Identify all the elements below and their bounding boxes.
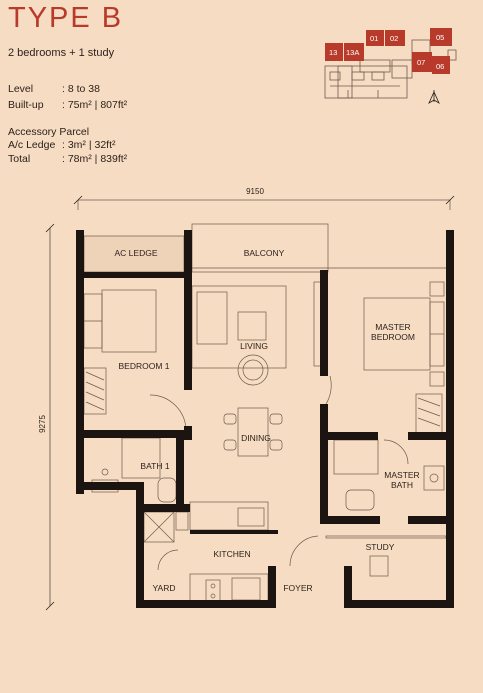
- spec-acledge-label: A/c Ledge: [8, 139, 56, 151]
- plan-walls: [76, 230, 454, 608]
- room-label-master-bedroom-line1: MASTER: [375, 322, 410, 332]
- spec-acledge: A/c Ledge : 3m² | 32ft²: [8, 139, 116, 151]
- key-unit-06: [432, 56, 450, 74]
- key-unit-13: [325, 43, 343, 61]
- key-unit-05: [430, 28, 452, 46]
- key-label-13a: 13A: [346, 48, 359, 57]
- room-label-ac-ledge: AC LEDGE: [115, 248, 158, 258]
- spec-total-label: Total: [8, 153, 31, 165]
- dimension-width: 9150: [73, 187, 455, 210]
- dimension-height: 9275: [38, 223, 55, 611]
- dimension-height-label: 9275: [38, 415, 47, 433]
- spec-total-value: : 78m² | 839ft²: [62, 153, 128, 165]
- room-label-master-bath-line2: BATH: [391, 480, 413, 490]
- key-label-06: 06: [436, 62, 444, 71]
- key-unit-01: [366, 30, 384, 46]
- plan-subtitle: 2 bedrooms + 1 study: [8, 47, 115, 59]
- spec-total: Total : 78m² | 839ft²: [8, 153, 127, 165]
- key-label-05: 05: [436, 33, 444, 42]
- spec-level: Level : 8 to 38: [8, 83, 100, 95]
- room-label-master-bedroom-line2: BEDROOM: [371, 332, 415, 342]
- key-unit-07: [412, 52, 432, 72]
- key-label-01: 01: [370, 34, 378, 43]
- spec-builtup: Built-up : 75m² | 807ft²: [8, 99, 127, 111]
- spec-level-value: : 8 to 38: [62, 83, 100, 95]
- spec-level-label: Level: [8, 83, 34, 95]
- north-arrow-icon: [428, 90, 440, 105]
- room-label-bedroom1: BEDROOM 1: [118, 361, 169, 371]
- key-label-13: 13: [329, 48, 337, 57]
- key-label-07: 07: [417, 58, 425, 67]
- room-label-balcony: BALCONY: [244, 248, 285, 258]
- spec-acledge-value: : 3m² | 32ft²: [62, 139, 116, 151]
- spec-builtup-label: Built-up: [8, 99, 44, 111]
- room-label-study: STUDY: [366, 542, 395, 552]
- room-label-yard: YARD: [153, 583, 176, 593]
- room-label-bath1: BATH 1: [140, 461, 169, 471]
- plan-title: TYPE B: [8, 2, 124, 34]
- key-plan: 01 02 05 13 13A 07 06: [324, 28, 457, 105]
- room-label-dining: DINING: [241, 433, 271, 443]
- room-label-living: LIVING: [240, 341, 268, 351]
- room-label-foyer: FOYER: [283, 583, 312, 593]
- accessory-title: Accessory Parcel: [8, 126, 90, 138]
- room-label-kitchen: KITCHEN: [213, 549, 250, 559]
- room-label-master-bath-line1: MASTER: [384, 470, 419, 480]
- key-unit-13a: [344, 43, 364, 61]
- key-unit-02: [385, 30, 405, 46]
- key-label-02: 02: [390, 34, 398, 43]
- dimension-width-label: 9150: [246, 187, 264, 196]
- spec-builtup-value: : 75m² | 807ft²: [62, 99, 128, 111]
